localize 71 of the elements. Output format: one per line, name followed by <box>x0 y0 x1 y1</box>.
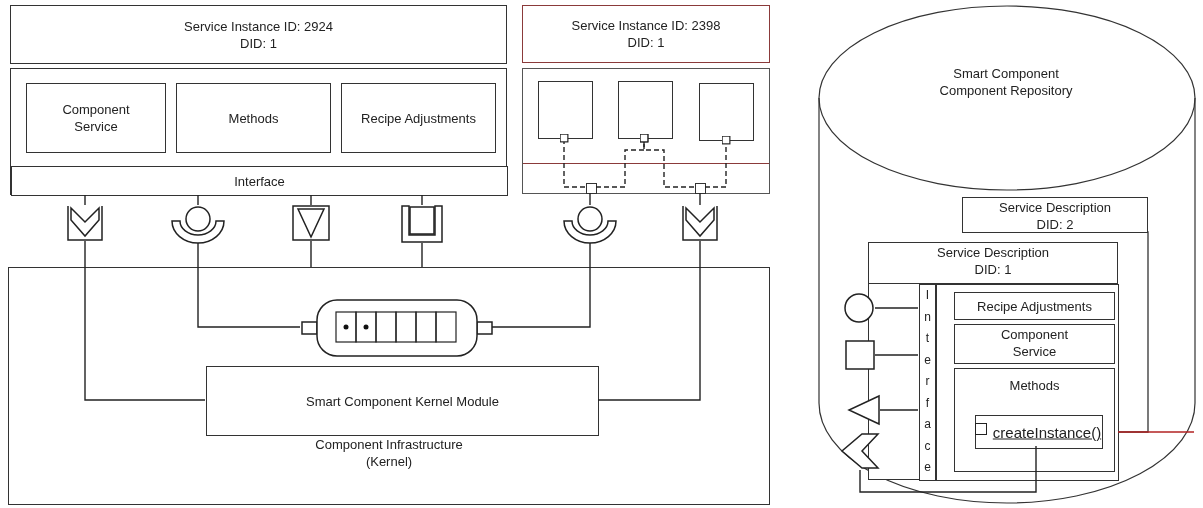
triangle-icon <box>848 395 880 425</box>
connector-line <box>879 409 919 411</box>
socket-icon <box>170 205 226 243</box>
component-box <box>176 83 331 153</box>
square-icon <box>845 340 875 370</box>
box-label: Service Description DID: 2 <box>998 199 1112 233</box>
component-box <box>618 81 673 139</box>
interface-icon <box>682 205 718 241</box>
connector-line <box>421 194 423 206</box>
box-label: Methods <box>1008 377 1061 394</box>
port-square <box>695 183 706 194</box>
socket-icon <box>562 205 618 243</box>
description-card <box>962 197 1148 233</box>
box-label: Component Service <box>61 101 131 135</box>
instance-panel <box>522 68 770 194</box>
instance-header <box>10 5 507 64</box>
infrastructure-box <box>8 267 770 505</box>
component-box <box>26 83 166 153</box>
box-label: Smart Component Kernel Module <box>305 392 500 410</box>
box-label: Component Service <box>999 326 1070 360</box>
module-box <box>206 366 599 436</box>
component-box <box>954 368 1115 472</box>
connector-line <box>197 194 199 206</box>
chevron-icon <box>840 432 880 470</box>
connector-line <box>559 133 586 188</box>
box-label: Component Infrastructure (Kernel) <box>314 436 464 470</box>
interface-bar <box>11 166 508 196</box>
vertical-label: Interface <box>924 287 931 476</box>
connector-line <box>874 354 919 356</box>
port-square <box>586 183 597 194</box>
connector-line <box>310 240 312 268</box>
component-box <box>341 83 496 153</box>
circle-icon <box>843 293 875 323</box>
connector-line <box>421 242 423 268</box>
box-label: Smart Component Component Repository <box>938 65 1074 99</box>
connector-line <box>639 133 695 188</box>
component-box <box>954 292 1115 320</box>
connector-line <box>597 240 701 401</box>
queue-icon <box>301 299 493 357</box>
box-label: Service Instance ID: 2924 DID: 1 <box>183 17 334 52</box>
description-panel <box>936 284 1119 481</box>
interface-icon <box>67 205 103 241</box>
connector-line <box>310 194 312 206</box>
connector-line <box>84 194 86 206</box>
interface-strip <box>919 284 936 481</box>
connector-line <box>491 242 591 328</box>
connector-line <box>84 240 206 401</box>
method-name: createInstance() <box>992 423 1102 441</box>
connector-line <box>859 445 1037 493</box>
description-card <box>868 242 1118 480</box>
interface-icon <box>292 205 330 241</box>
box-label: Service Instance ID: 2398 DID: 1 <box>570 17 722 51</box>
connector-line <box>704 135 731 188</box>
component-box <box>954 324 1115 364</box>
box-label: Recipe Adjustments <box>360 109 477 127</box>
box-label: Interface <box>233 172 286 190</box>
connector-line <box>874 307 919 309</box>
box-label: Recipe Adjustments <box>976 297 1093 315</box>
repository-cylinder <box>818 3 1196 505</box>
connector-line <box>699 192 701 206</box>
box-label: Service Description DID: 1 <box>936 244 1050 278</box>
connector-line <box>589 192 591 206</box>
instance-header <box>522 5 770 63</box>
component-box <box>538 81 593 139</box>
method-box <box>975 415 1103 449</box>
connector-line <box>1117 431 1195 433</box>
interface-icon <box>401 205 443 243</box>
instance-panel <box>10 68 507 195</box>
box-label: Methods <box>227 109 280 127</box>
component-box <box>699 83 754 141</box>
connector-line <box>197 242 301 328</box>
